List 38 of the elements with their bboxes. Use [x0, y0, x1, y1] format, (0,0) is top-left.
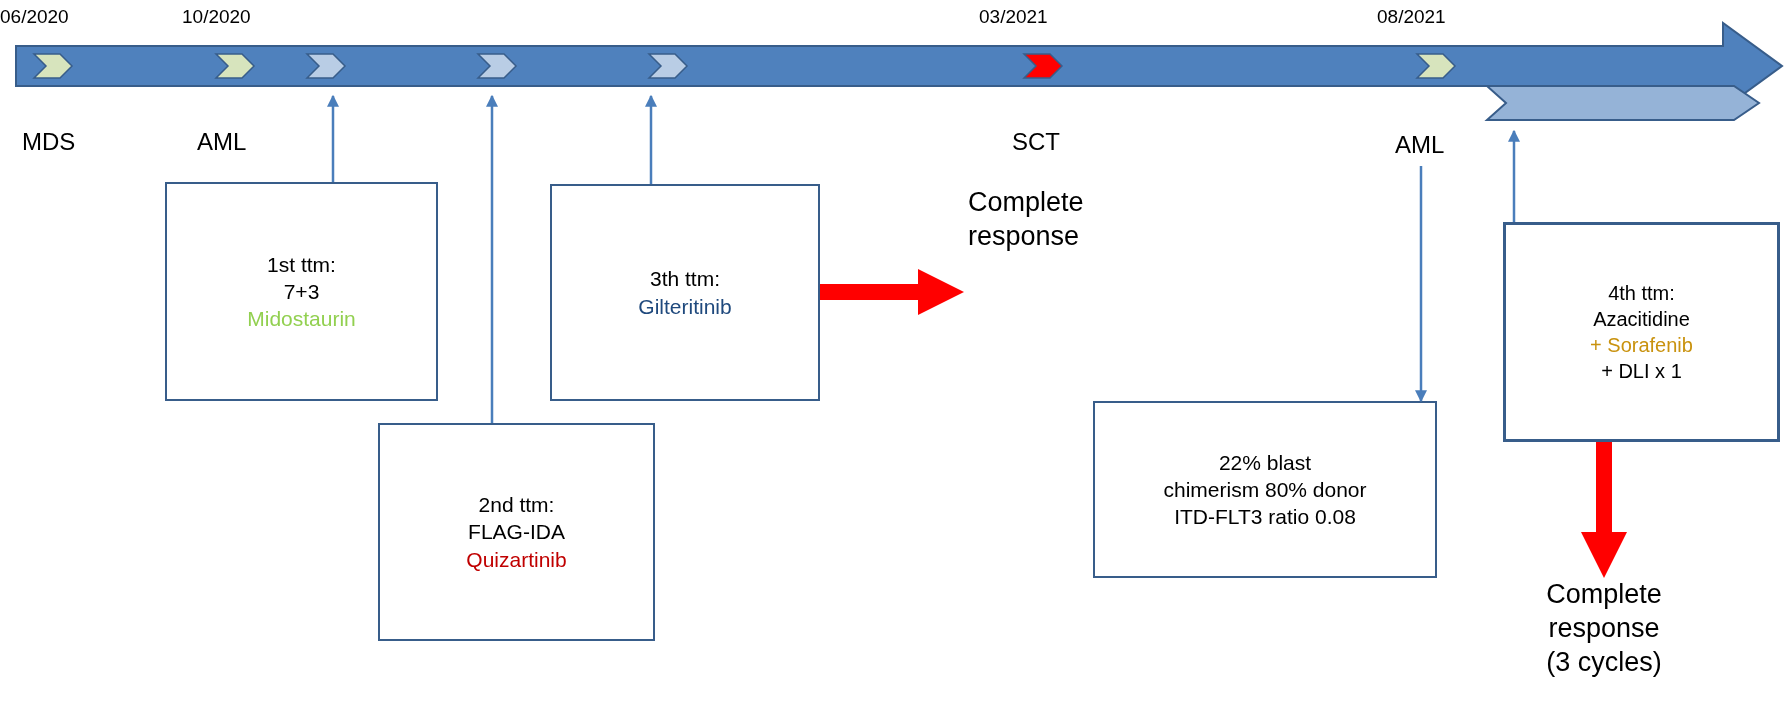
treatment-box: [1503, 222, 1780, 442]
box-text: Quizartinib: [466, 546, 567, 573]
box-text: 22% blast: [1218, 449, 1312, 476]
arrow: [1415, 166, 1427, 403]
box-text: + Sorafenib: [1590, 333, 1693, 358]
arrow: [327, 94, 339, 182]
box-text: + DLI x 1: [1601, 359, 1682, 384]
arrow: [486, 94, 498, 423]
arrow: [1508, 129, 1520, 222]
phase-bar: [1486, 85, 1760, 121]
box-text: 1st ttm:: [267, 251, 336, 278]
box-text: Azacitidine: [1593, 307, 1690, 332]
date-label: 06/2020: [0, 6, 69, 28]
box-text: ITD-FLT3 ratio 0.08: [1174, 504, 1356, 531]
box-text: 2nd ttm:: [478, 492, 555, 519]
stage-label: AML: [197, 128, 247, 156]
stage-label: MDS: [22, 128, 76, 156]
date-label: 03/2021: [979, 6, 1048, 28]
date-label: 10/2020: [182, 6, 251, 28]
treatment-box: [165, 182, 438, 401]
date-label: 08/2021: [1377, 6, 1446, 28]
box-text: 3th ttm:: [650, 266, 720, 293]
thick-arrow: [820, 269, 964, 315]
box-text: Midostaurin: [247, 306, 356, 333]
treatment-box: [378, 423, 655, 641]
box-text: FLAG-IDA: [468, 519, 565, 546]
thick-arrow: [1581, 442, 1627, 578]
treatment-box: [550, 184, 820, 401]
box-text: 7+3: [283, 278, 320, 305]
box-text: Gilteritinib: [638, 293, 732, 320]
note-text: Complete response (3 cycles): [1545, 578, 1663, 679]
box-text: 4th ttm:: [1608, 281, 1675, 306]
note-text: Complete response: [968, 186, 1085, 253]
note-text: AML: [1395, 130, 1445, 160]
box-text: chimerism 80% donor: [1163, 476, 1367, 503]
stage-label: SCT: [1012, 128, 1060, 156]
arrow: [645, 94, 657, 184]
treatment-box: [1093, 401, 1437, 578]
